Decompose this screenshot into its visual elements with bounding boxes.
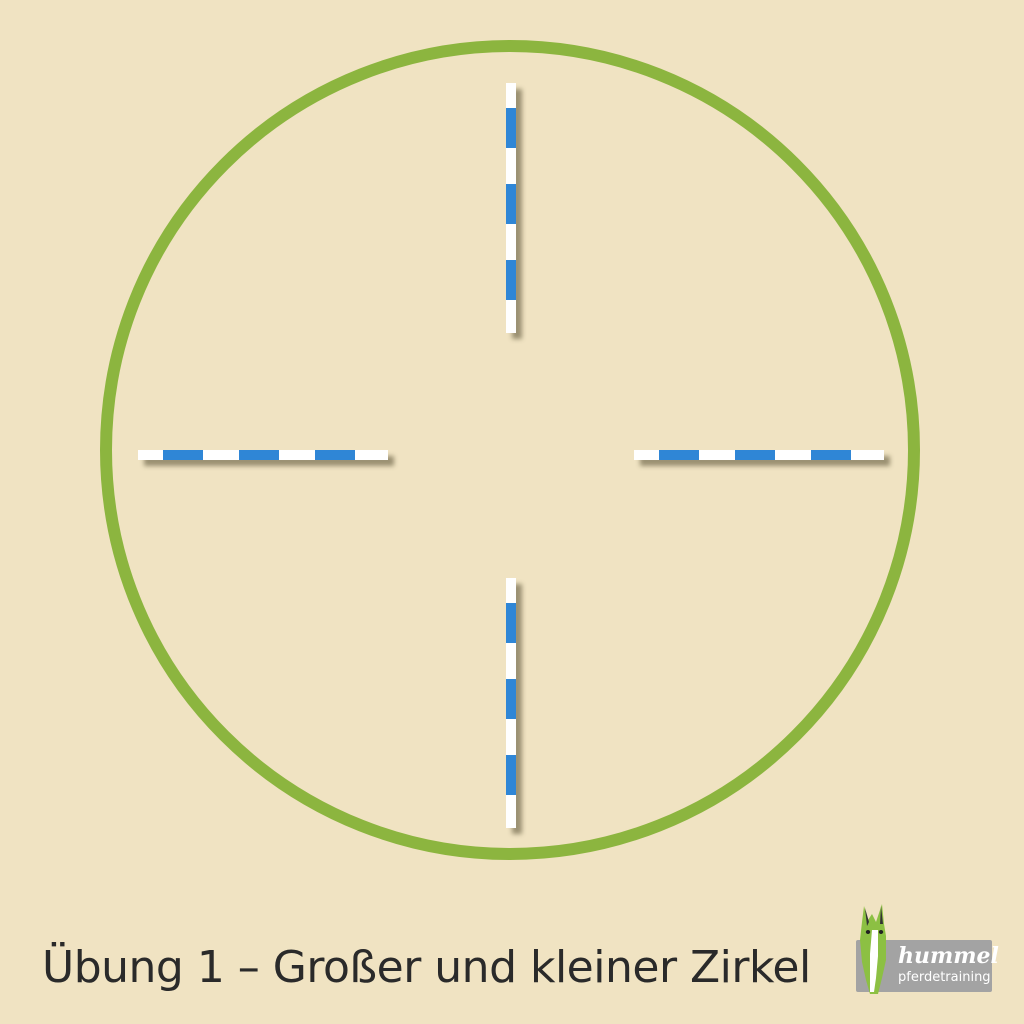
pole-shadow bbox=[512, 89, 522, 339]
circle-track bbox=[100, 40, 920, 860]
pole-stripe bbox=[163, 450, 203, 460]
pole-south bbox=[506, 578, 522, 834]
pole-west bbox=[138, 450, 394, 466]
pole-stripe bbox=[239, 450, 279, 460]
logo bbox=[856, 904, 992, 994]
pole-east bbox=[634, 450, 890, 466]
pole-north bbox=[506, 83, 522, 339]
logo-box bbox=[856, 940, 992, 992]
pole-stripe bbox=[506, 260, 516, 300]
pole-shadow bbox=[640, 456, 890, 466]
pole-shadow bbox=[144, 456, 394, 466]
logo-tagline: pferdetraining bbox=[898, 970, 991, 985]
pole-stripe bbox=[506, 184, 516, 224]
pole-stripe bbox=[811, 450, 851, 460]
pole-shadow bbox=[512, 584, 522, 834]
pole-stripe bbox=[659, 450, 699, 460]
pole-stripe bbox=[506, 679, 516, 719]
logo-brand: hummel bbox=[898, 943, 999, 969]
horse-head-icon bbox=[860, 904, 886, 994]
pole-stripe bbox=[315, 450, 355, 460]
exercise-caption: Übung 1 – Großer und kleiner Zirkel bbox=[42, 942, 811, 993]
pole-stripe bbox=[735, 450, 775, 460]
pole-stripe bbox=[506, 108, 516, 148]
poles-group bbox=[138, 83, 890, 834]
pole-stripe bbox=[506, 755, 516, 795]
pole-stripe bbox=[506, 603, 516, 643]
